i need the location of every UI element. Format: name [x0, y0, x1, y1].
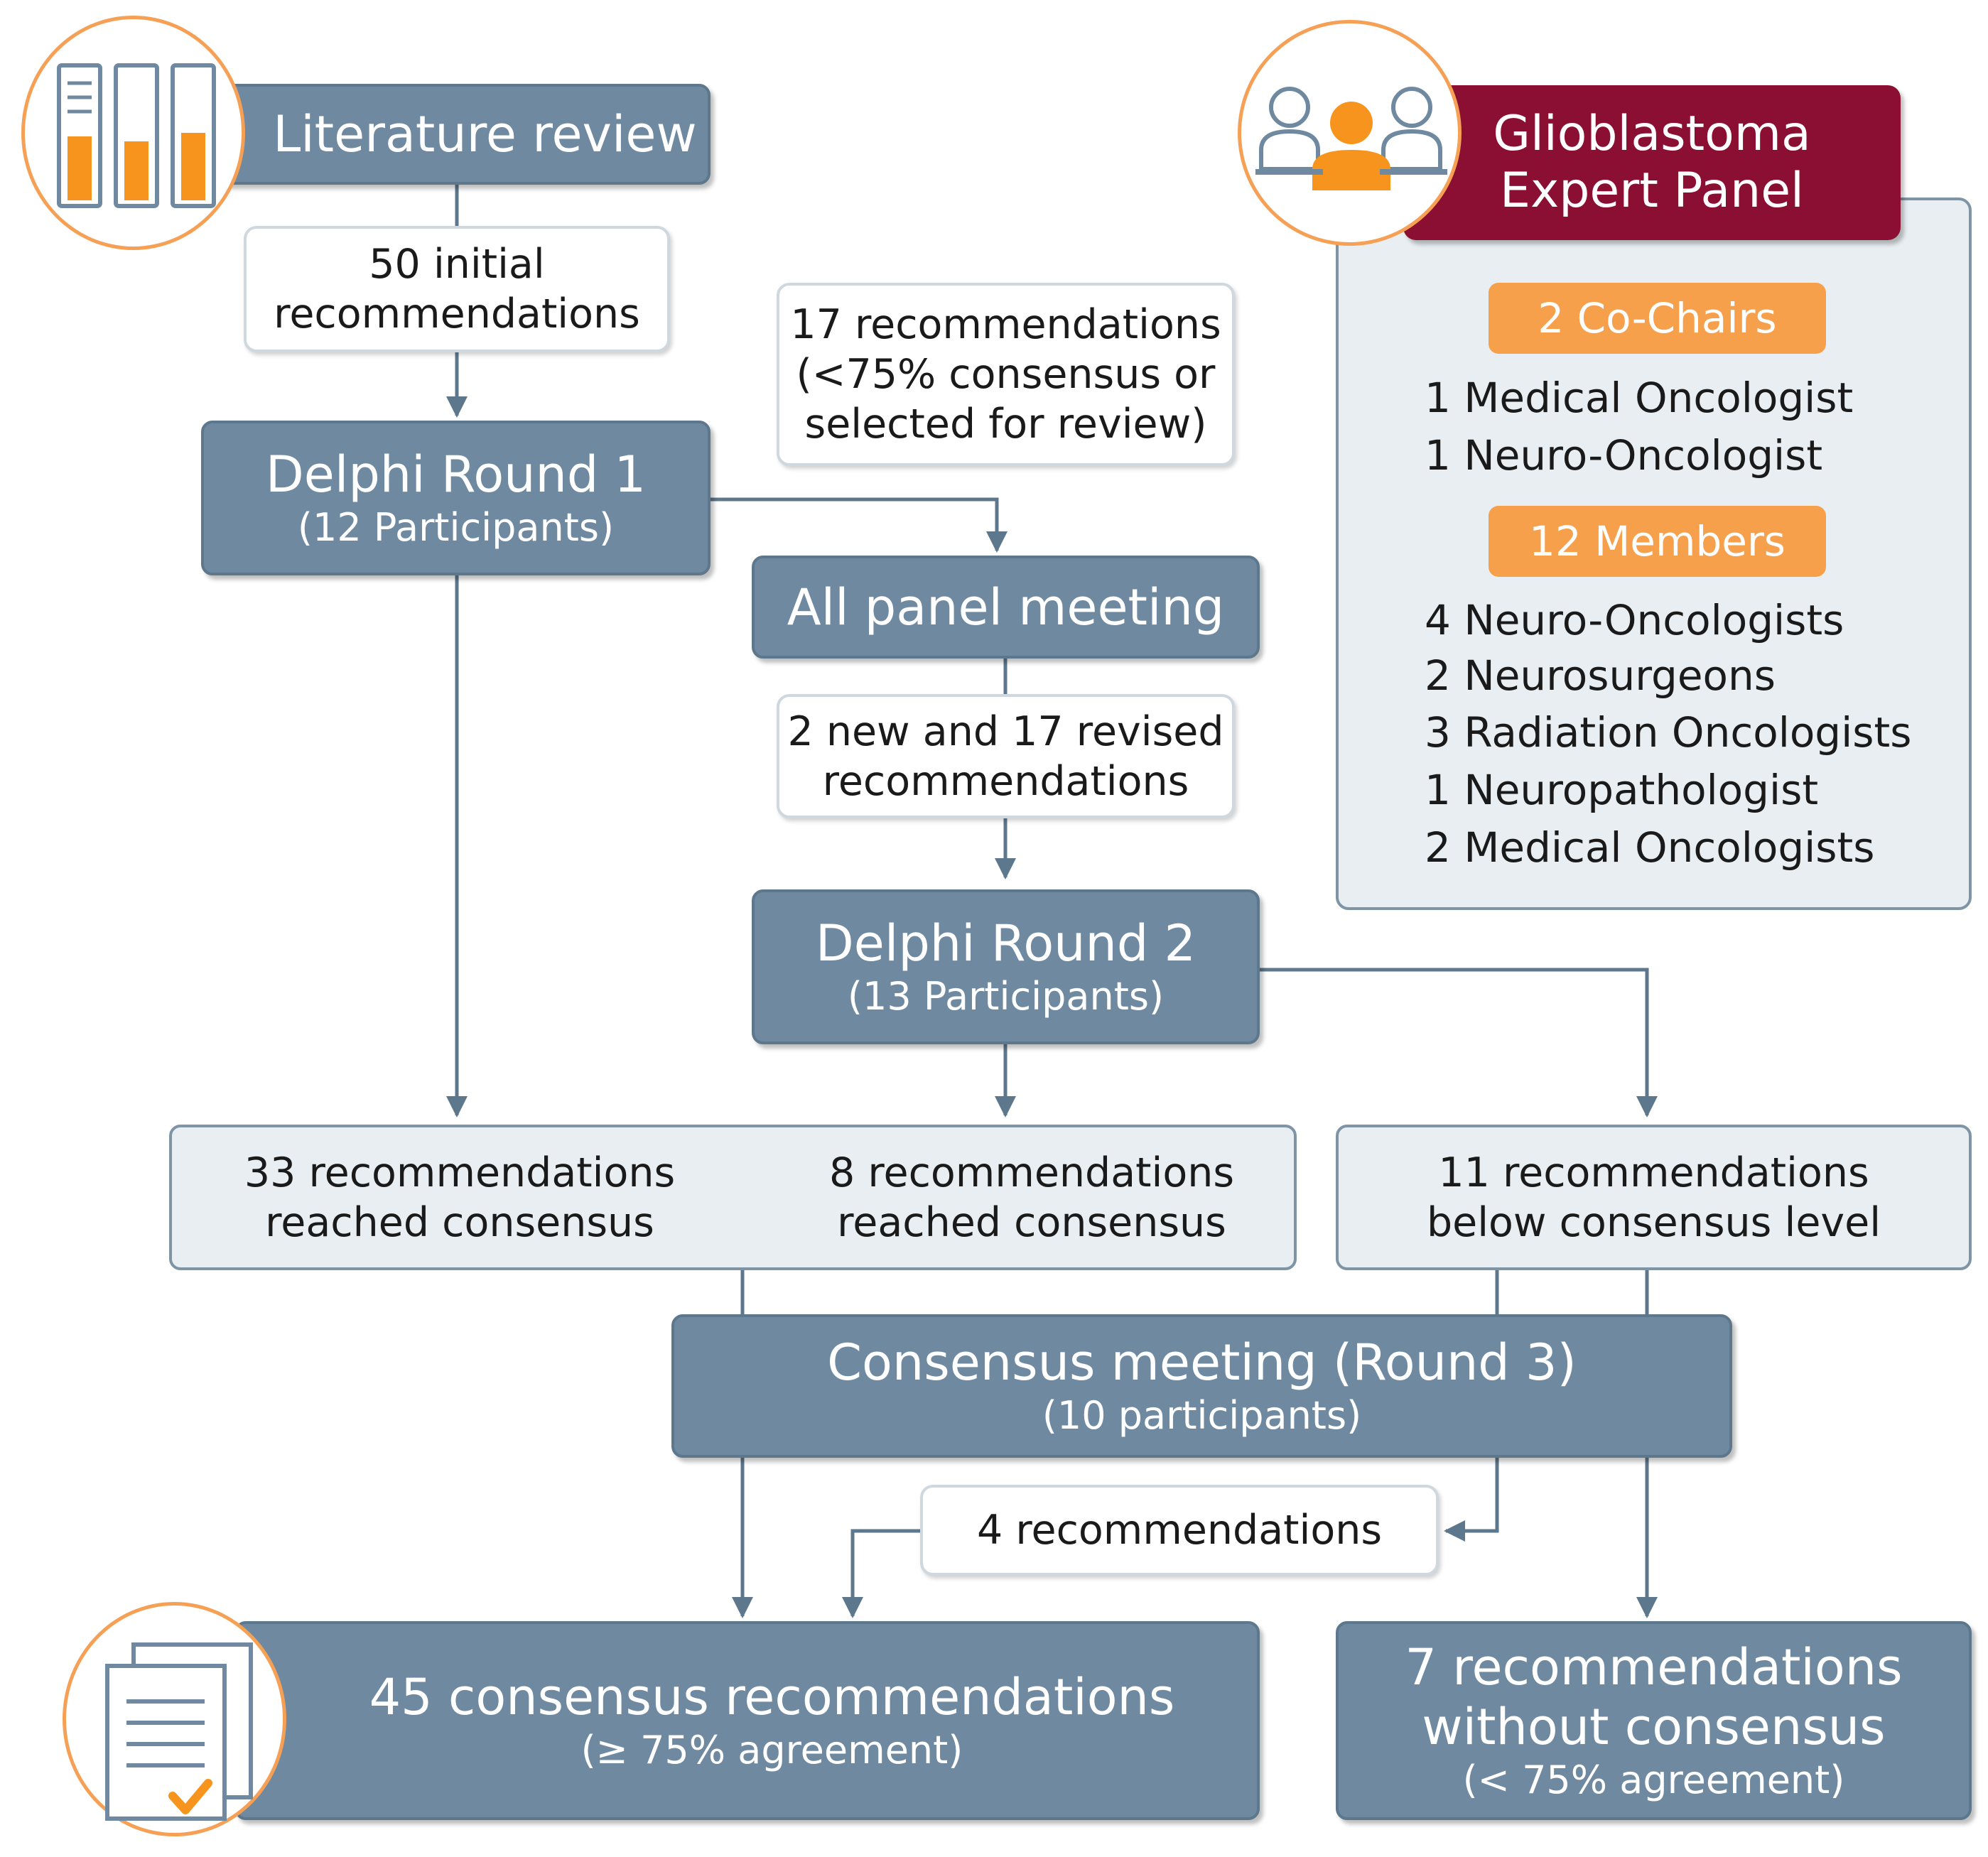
- delphi-round-1-box: Delphi Round 1 (12 Participants): [201, 421, 711, 575]
- selected-recommendations-note: 17 recommendations (<75% consensus or se…: [777, 283, 1235, 466]
- member-item: 3 Radiation Oncologists: [1425, 708, 1912, 757]
- round2-title: Delphi Round 2: [815, 914, 1196, 973]
- bar-chart-icon: [21, 16, 245, 250]
- round1-consensus-result: 33 recommendations reached consensus: [172, 1127, 747, 1267]
- people-icon: [1238, 20, 1462, 246]
- below-consensus-box: 11 recommendations below consensus level: [1336, 1125, 1972, 1270]
- revised-recs-line2: recommendations: [822, 757, 1189, 805]
- four-recs-label: 4 recommendations: [976, 1507, 1383, 1554]
- selected-recs-line1: 17 recommendations: [790, 301, 1221, 348]
- round1-participants: (12 Participants): [297, 505, 615, 550]
- round2-consensus-line1: 8 recommendations: [828, 1149, 1235, 1196]
- final-consensus-sub: (≥ 75% agreement): [580, 1728, 963, 1772]
- delphi-round-2-box: Delphi Round 2 (13 Participants): [752, 889, 1260, 1044]
- initial-recs-line2: recommendations: [274, 291, 640, 337]
- literature-review-box: Literature review: [217, 84, 711, 185]
- reached-consensus-box: 33 recommendations reached consensus 8 r…: [169, 1125, 1297, 1270]
- cochairs-badge: 2 Co-Chairs: [1489, 283, 1826, 354]
- without-consensus-line2: without consensus: [1422, 1698, 1886, 1756]
- round3-participants: (10 participants): [1042, 1393, 1362, 1438]
- document-check-icon: [63, 1602, 286, 1836]
- members-badge: 12 Members: [1489, 506, 1826, 577]
- revised-recommendations-note: 2 new and 17 revised recommendations: [777, 694, 1235, 818]
- below-consensus-line2: below consensus level: [1426, 1198, 1881, 1246]
- literature-review-label: Literature review: [273, 105, 697, 163]
- cochairs-label: 2 Co-Chairs: [1538, 294, 1777, 342]
- round2-consensus-result: 8 recommendations reached consensus: [790, 1127, 1273, 1267]
- expert-panel-title-line1: Glioblastoma: [1493, 106, 1811, 162]
- member-item: 2 Medical Oncologists: [1425, 823, 1875, 872]
- revised-recs-line1: 2 new and 17 revised: [787, 708, 1224, 755]
- cochair-item: 1 Medical Oncologist: [1425, 374, 1854, 422]
- round3-title: Consensus meeting (Round 3): [827, 1333, 1577, 1392]
- round1-consensus-line1: 33 recommendations: [244, 1149, 676, 1196]
- member-item: 1 Neuropathologist: [1425, 766, 1819, 814]
- without-consensus-line3: (< 75% agreement): [1462, 1758, 1845, 1802]
- all-panel-meeting-box: All panel meeting: [752, 556, 1260, 659]
- four-recommendations-note: 4 recommendations: [920, 1485, 1439, 1576]
- round2-consensus-line2: reached consensus: [837, 1198, 1226, 1246]
- member-item: 2 Neurosurgeons: [1425, 651, 1776, 700]
- panel-meeting-label: All panel meeting: [787, 578, 1225, 637]
- round1-title: Delphi Round 1: [265, 445, 647, 504]
- without-consensus-box: 7 recommendations without consensus (< 7…: [1336, 1621, 1972, 1820]
- without-consensus-line1: 7 recommendations: [1405, 1638, 1903, 1696]
- final-consensus-title: 45 consensus recommendations: [369, 1668, 1175, 1726]
- cochair-item: 1 Neuro-Oncologist: [1425, 431, 1823, 480]
- expert-panel-title-line2: Expert Panel: [1500, 163, 1804, 219]
- initial-recs-line1: 50 initial: [369, 241, 545, 288]
- selected-recs-line2: (<75% consensus or: [796, 351, 1216, 398]
- round1-consensus-line2: reached consensus: [265, 1198, 654, 1246]
- final-consensus-box: 45 consensus recommendations (≥ 75% agre…: [234, 1621, 1260, 1820]
- members-label: 12 Members: [1528, 517, 1786, 565]
- initial-recommendations-note: 50 initial recommendations: [244, 226, 670, 352]
- below-consensus-line1: 11 recommendations: [1438, 1149, 1869, 1196]
- round2-participants: (13 Participants): [847, 974, 1165, 1019]
- consensus-meeting-round-3-box: Consensus meeting (Round 3) (10 particip…: [671, 1314, 1732, 1458]
- expert-panel-title: Glioblastoma Expert Panel: [1403, 85, 1901, 240]
- selected-recs-line3: selected for review): [804, 401, 1207, 448]
- member-item: 4 Neuro-Oncologists: [1425, 596, 1844, 644]
